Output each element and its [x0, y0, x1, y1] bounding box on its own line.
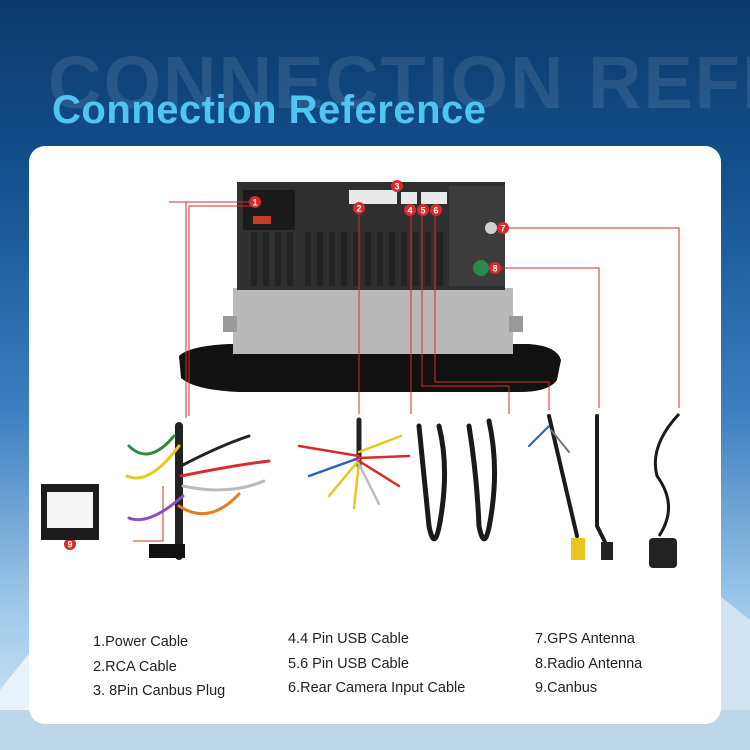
marker-2: 2 — [353, 202, 365, 214]
svg-text:4: 4 — [407, 206, 412, 216]
wiring-diagram: 1 2 3 4 5 6 7 8 9 — [41, 180, 681, 568]
legend-item-canbus: 9.Canbus — [535, 680, 598, 696]
marker-1: 1 — [249, 196, 261, 208]
reference-card: 1 2 3 4 5 6 7 8 9 — [29, 146, 721, 724]
svg-text:9: 9 — [67, 540, 72, 550]
svg-text:7: 7 — [500, 224, 505, 234]
marker-3: 3 — [391, 180, 403, 192]
marker-4: 4 — [404, 204, 416, 216]
marker-set: 1 2 3 4 5 6 7 8 9 — [64, 180, 509, 550]
usb-cables — [416, 418, 498, 542]
svg-text:3: 3 — [394, 182, 399, 192]
svg-text:6: 6 — [433, 206, 438, 216]
rear-camera-cable — [528, 414, 585, 560]
svg-text:1: 1 — [252, 198, 257, 208]
rca-cable — [297, 417, 411, 510]
legend-item-4pin-usb: 4.4 Pin USB Cable — [288, 631, 409, 647]
legend-item-rca-cable: 2.RCA Cable — [93, 658, 177, 675]
legend-item-rear-camera: 6.Rear Camera Input Cable — [288, 680, 466, 696]
legend-item-canbus-plug: 3. 8Pin Canbus Plug — [93, 683, 226, 699]
legend-item-power-cable: 1.Power Cable — [93, 634, 189, 650]
legend-column-3: 7.GPS Antenna 8.Radio Antenna 9.Canbus — [535, 627, 642, 701]
canbus-box — [41, 484, 99, 540]
marker-6: 6 — [430, 204, 442, 216]
page-title: Connection Reference — [52, 88, 487, 132]
svg-text:2: 2 — [356, 204, 361, 214]
legend-column-2: 4.4 Pin USB Cable 5.6 Pin USB Cable 6.Re… — [288, 627, 465, 701]
power-cable — [125, 422, 271, 560]
marker-9: 9 — [64, 538, 76, 550]
head-unit — [179, 182, 561, 392]
radio-antenna — [595, 414, 613, 560]
watermark-heading: CONNECTION REFERENCE — [48, 41, 750, 124]
legend-item-gps-antenna: 7.GPS Antenna — [535, 631, 635, 647]
legend-column-1: 1.Power Cable 2.RCA Cable 3. 8Pin Canbus… — [93, 630, 225, 704]
marker-7: 7 — [497, 222, 509, 234]
svg-text:8: 8 — [492, 264, 497, 274]
legend-item-radio-antenna: 8.Radio Antenna — [535, 655, 643, 672]
gps-antenna — [649, 412, 681, 568]
marker-5: 5 — [417, 204, 429, 216]
svg-text:5: 5 — [420, 206, 425, 216]
legend-item-6pin-usb: 5.6 Pin USB Cable — [288, 655, 409, 672]
marker-8: 8 — [489, 262, 501, 274]
